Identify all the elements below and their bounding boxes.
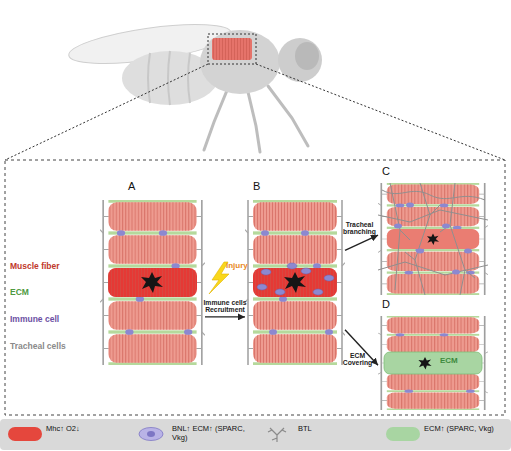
immune-cell	[452, 270, 460, 275]
healing-fiber	[387, 229, 479, 249]
panel: C	[378, 165, 488, 295]
edge-label: Immune cells Recruitment	[200, 299, 250, 314]
part-label: Muscle fiber	[10, 262, 95, 271]
fiber-striation	[108, 268, 197, 297]
panel: B	[245, 180, 345, 365]
muscle-panel	[378, 183, 488, 295]
part-label: Tracheal cells	[10, 342, 95, 351]
part-label: Immune cell	[10, 315, 95, 324]
thorax-muscle-striation	[212, 38, 252, 60]
legend-swatch	[8, 427, 42, 441]
injured-fiber	[253, 268, 337, 297]
part-label: ECM	[440, 357, 470, 366]
fiber-striation	[253, 268, 337, 297]
damage-splat	[284, 272, 306, 293]
legend-text: BTL	[298, 425, 384, 434]
part-label: ECM	[10, 288, 95, 297]
legend-band	[0, 419, 511, 450]
legend-text: BNL↑ ECM↑ (SPARC, Vkg)	[172, 425, 258, 442]
edge-label: Tracheal branching	[338, 221, 382, 236]
damage-splat	[141, 272, 163, 293]
legend-symbol	[260, 425, 294, 443]
cell-symbol	[139, 428, 163, 441]
cell-nucleus	[147, 431, 155, 437]
zoom-box	[208, 34, 256, 64]
abdomen-stripe	[148, 51, 190, 105]
legend-swatch	[386, 427, 420, 441]
panel: D	[378, 298, 488, 410]
immune-cell	[324, 275, 334, 281]
fly-eye	[295, 42, 319, 70]
immune-cell	[406, 203, 414, 208]
arrow-connector	[345, 235, 378, 250]
immune-cell	[261, 269, 271, 275]
immune-cell	[313, 289, 323, 295]
panel-letter: A	[128, 180, 135, 192]
arrow-connector	[205, 316, 245, 317]
fly-thorax	[200, 30, 280, 94]
legend-item: BTL	[260, 422, 384, 446]
damage-splat	[418, 357, 431, 370]
recruited-immune-cells	[257, 263, 334, 295]
panel-letter: D	[382, 298, 390, 310]
immune-cells	[394, 203, 472, 275]
fly-leg	[204, 86, 308, 152]
legend-text: ECM↑ (SPARC, Vkg)	[424, 425, 510, 434]
damage-splat	[427, 234, 439, 246]
muscle-panel	[378, 316, 488, 410]
immune-cell	[275, 289, 285, 295]
zoom-line	[5, 64, 505, 160]
legend-item: BNL↑ ECM↑ (SPARC, Vkg)	[134, 422, 258, 446]
injured-fiber	[108, 268, 197, 297]
legend-item: ECM↑ (SPARC, Vkg)	[386, 422, 510, 446]
zoom-frame	[5, 160, 505, 415]
legend-item: Mhc↑ O2↓	[8, 422, 132, 446]
immune-cell	[442, 224, 450, 229]
muscle-panel	[245, 200, 345, 365]
immune-cell	[301, 268, 311, 274]
panel-letter: C	[382, 165, 390, 177]
part-label: Injury	[226, 262, 256, 271]
panel-letter: B	[253, 180, 260, 192]
immune-cell	[257, 284, 267, 290]
thorax-muscle	[212, 38, 252, 60]
tracheal-branching	[378, 183, 488, 295]
legend-text: Mhc↑ O2↓	[46, 425, 132, 434]
legend-symbol	[134, 425, 168, 443]
immune-cell	[287, 263, 297, 269]
immune-cell	[416, 249, 424, 254]
immune-cell	[464, 249, 472, 254]
trachea-symbol	[268, 428, 286, 442]
immune-cell	[394, 224, 402, 229]
arrow-connector	[345, 330, 378, 365]
panel: A	[100, 180, 205, 365]
fly-illustration	[5, 17, 505, 160]
ecm-covering	[384, 352, 482, 374]
fly-head	[278, 38, 322, 82]
muscle-panel	[100, 200, 205, 365]
